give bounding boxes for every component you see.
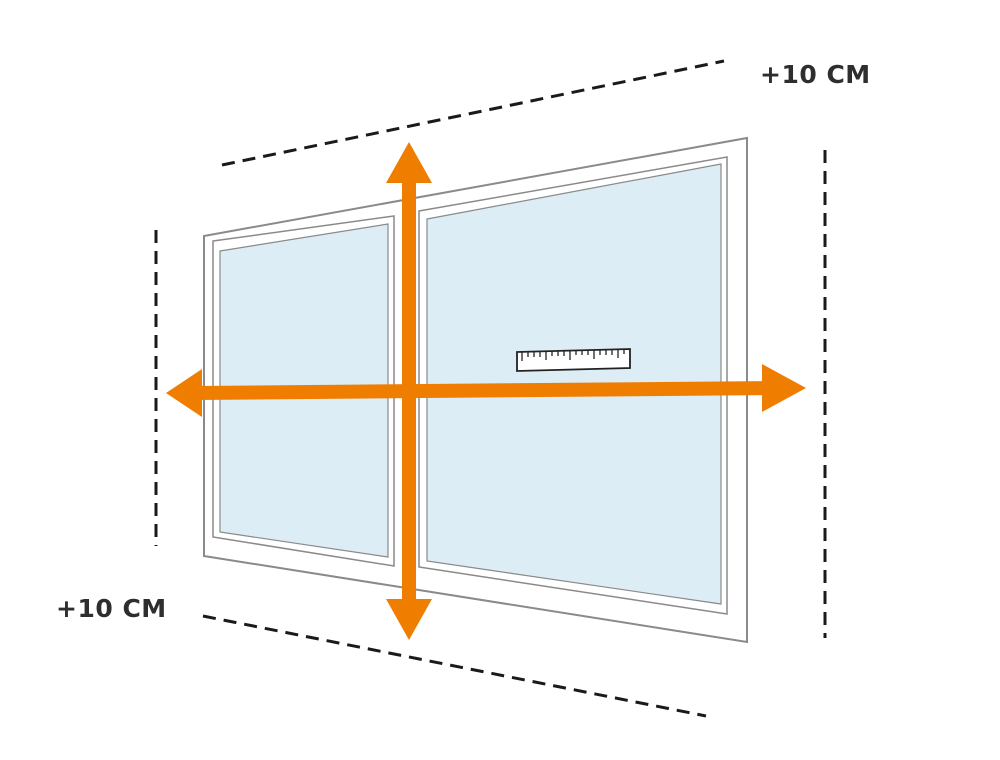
bottom-allowance-label: +10 CM bbox=[56, 594, 167, 623]
double-arrow-vertical-icon bbox=[386, 142, 432, 640]
top-allowance-line bbox=[221, 59, 725, 167]
measurement-arrows bbox=[166, 142, 806, 640]
top-allowance-label: +10 CM bbox=[760, 60, 871, 89]
bottom-allowance-line bbox=[202, 614, 707, 718]
ruler-icon bbox=[516, 348, 631, 372]
dashed-allowance-lines bbox=[154, 59, 827, 718]
double-arrow-horizontal-icon bbox=[166, 364, 806, 417]
